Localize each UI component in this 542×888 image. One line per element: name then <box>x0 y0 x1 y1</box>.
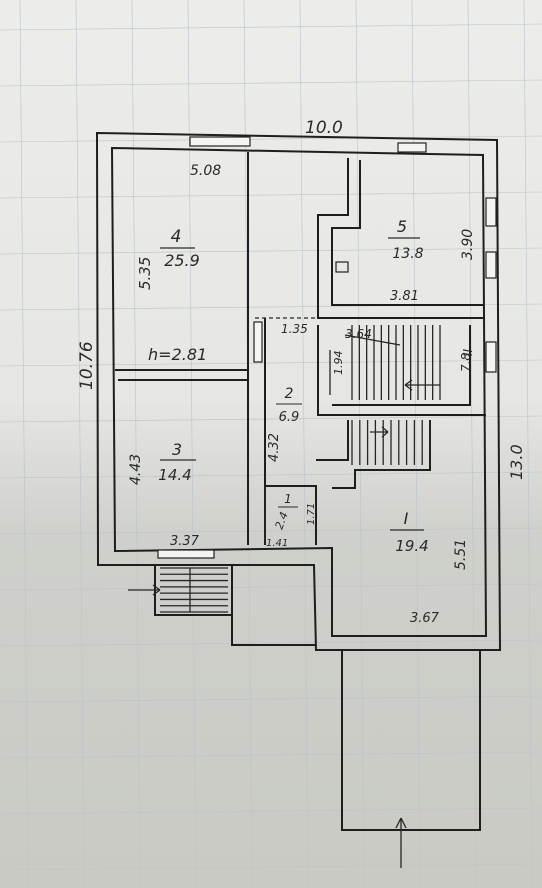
grid-line <box>0 359 542 367</box>
arrow-extension <box>395 817 407 868</box>
dim-room5-width: 3.81 <box>390 289 419 304</box>
grid-line <box>0 695 542 703</box>
room-labels: 4 25.9 5 13.8 II 7.8 2 6.9 3 14.4 1 2.4 … <box>158 217 475 555</box>
grid-line <box>187 0 197 888</box>
grid-line <box>0 191 542 199</box>
dim-room5-height: 3.90 <box>460 229 476 260</box>
grid-line <box>0 471 542 479</box>
grid-line <box>0 79 542 87</box>
window-right-3 <box>485 341 497 373</box>
room-number-1: 1 <box>284 492 292 506</box>
outer-wall <box>95 131 502 651</box>
dimension-lines <box>329 334 401 395</box>
arrows <box>128 379 440 868</box>
window-right-1 <box>485 197 497 227</box>
room-area-II: 7.8 <box>459 353 473 372</box>
grid-line <box>0 527 542 535</box>
door-openings <box>255 261 349 545</box>
stair-block-wall <box>317 325 486 416</box>
dim-room2-height: 4.32 <box>267 433 282 462</box>
room-area-5: 13.8 <box>392 246 423 262</box>
room5-wall <box>317 158 483 319</box>
arrow-stair-head <box>404 379 413 391</box>
grid-line <box>0 807 542 815</box>
grid-line <box>0 863 542 871</box>
grid-line <box>19 0 29 888</box>
dim-room4-height: 5.35 <box>136 257 154 290</box>
dim-room4-width: 5.08 <box>190 163 221 179</box>
ceiling-height: h=2.81 <box>148 345 207 364</box>
dim-left-height: 10.76 <box>77 341 97 390</box>
room-number-2: 2 <box>285 386 294 402</box>
room-area-1: 2.4 <box>273 510 291 531</box>
dim-top-width: 10.0 <box>305 118 343 138</box>
grid-line <box>523 0 533 888</box>
window-top-right <box>397 142 427 153</box>
room-area-3: 14.4 <box>158 466 191 484</box>
grid-line <box>75 0 85 888</box>
grid-line <box>0 639 542 647</box>
grid-line <box>0 583 542 591</box>
door-room5 <box>335 261 349 273</box>
arrow-lower-stair <box>370 426 389 438</box>
dim-room1s-b: 1.41 <box>266 538 288 549</box>
dimension-labels: 10.0 5.08 5.35 10.76 3.90 3.81 3.64 1.35… <box>77 118 526 626</box>
room5-inner-wall <box>331 160 483 306</box>
dim-stair-span: 3.64 <box>345 327 372 341</box>
grid-line <box>0 247 542 255</box>
dim-right-height: 13.0 <box>507 444 526 480</box>
grid-line <box>0 135 542 143</box>
stairs-entrance <box>160 567 228 613</box>
room-number-I: I <box>404 509 409 528</box>
grid-line <box>0 23 542 31</box>
dim-stair-small: 1.94 <box>332 351 345 376</box>
dim-room1s-a: 1.71 <box>306 503 317 525</box>
dim-room1-width: 3.67 <box>410 611 440 626</box>
arrow-entrance <box>128 584 161 596</box>
window-corridor <box>253 321 263 363</box>
dim-room3-width: 3.37 <box>170 534 200 549</box>
room-number-II: II <box>461 348 475 356</box>
extension-wall <box>341 650 481 831</box>
dim-hall-offset: 1.35 <box>281 322 308 336</box>
room-area-4: 25.9 <box>164 251 200 270</box>
roomI-top-wall <box>316 420 349 461</box>
grid-line <box>0 415 542 423</box>
stair-inner-wall <box>332 325 471 406</box>
grid-line <box>0 751 542 759</box>
window-top-left <box>189 136 251 147</box>
room1-wall <box>265 485 317 545</box>
grid-line <box>299 0 309 888</box>
window-right-2 <box>485 251 497 279</box>
dim-stair-span <box>344 334 401 346</box>
window-bottom <box>157 549 215 559</box>
room-number-5: 5 <box>397 217 407 236</box>
dim-room3-height: 4.43 <box>128 454 144 485</box>
grid-line <box>467 0 477 888</box>
room-area-2: 6.9 <box>279 410 300 425</box>
room-area-I: 19.4 <box>395 537 428 555</box>
windows <box>157 136 497 559</box>
room-number-3: 3 <box>172 440 182 459</box>
inner-wall <box>110 146 488 637</box>
dim-room1-height: 5.51 <box>453 539 469 570</box>
room-number-4: 4 <box>171 227 182 247</box>
